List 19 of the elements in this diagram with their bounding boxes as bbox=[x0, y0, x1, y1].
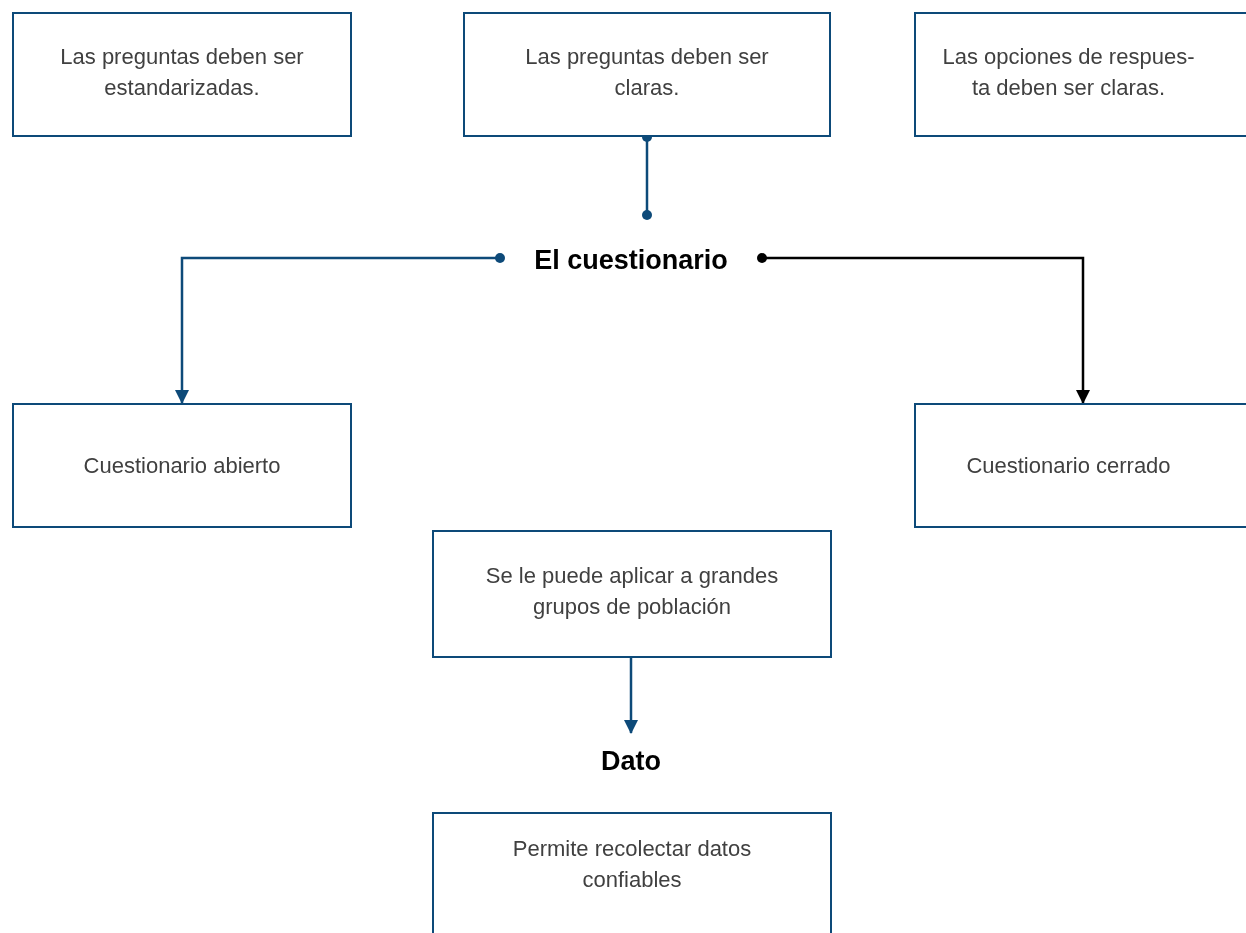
arrow bbox=[757, 253, 1090, 404]
text-box bbox=[432, 530, 832, 658]
box-text: Permite recolectar datos confiables bbox=[511, 835, 753, 894]
text-box bbox=[463, 12, 831, 137]
text-box bbox=[12, 403, 352, 528]
node-label: Dato bbox=[601, 745, 661, 777]
box-text: Las preguntas deben ser estandarizadas. bbox=[59, 42, 305, 102]
arrow bbox=[175, 253, 505, 404]
text-box bbox=[914, 403, 1246, 528]
node-label: El cuestionario bbox=[534, 244, 728, 276]
box-text: Las preguntas deben ser claras. bbox=[524, 42, 770, 102]
box-text: Las opciones de respues- ta deben ser claras. bbox=[941, 42, 1196, 102]
text-box bbox=[12, 12, 352, 137]
box-text: Cuestionario cerrado bbox=[966, 452, 1171, 480]
box-text: Se le puede aplicar a grandes grupos de población bbox=[484, 562, 780, 621]
text-box bbox=[914, 12, 1246, 137]
text-box bbox=[432, 812, 832, 933]
box-text: Cuestionario abierto bbox=[83, 452, 281, 480]
arrow bbox=[624, 658, 638, 734]
